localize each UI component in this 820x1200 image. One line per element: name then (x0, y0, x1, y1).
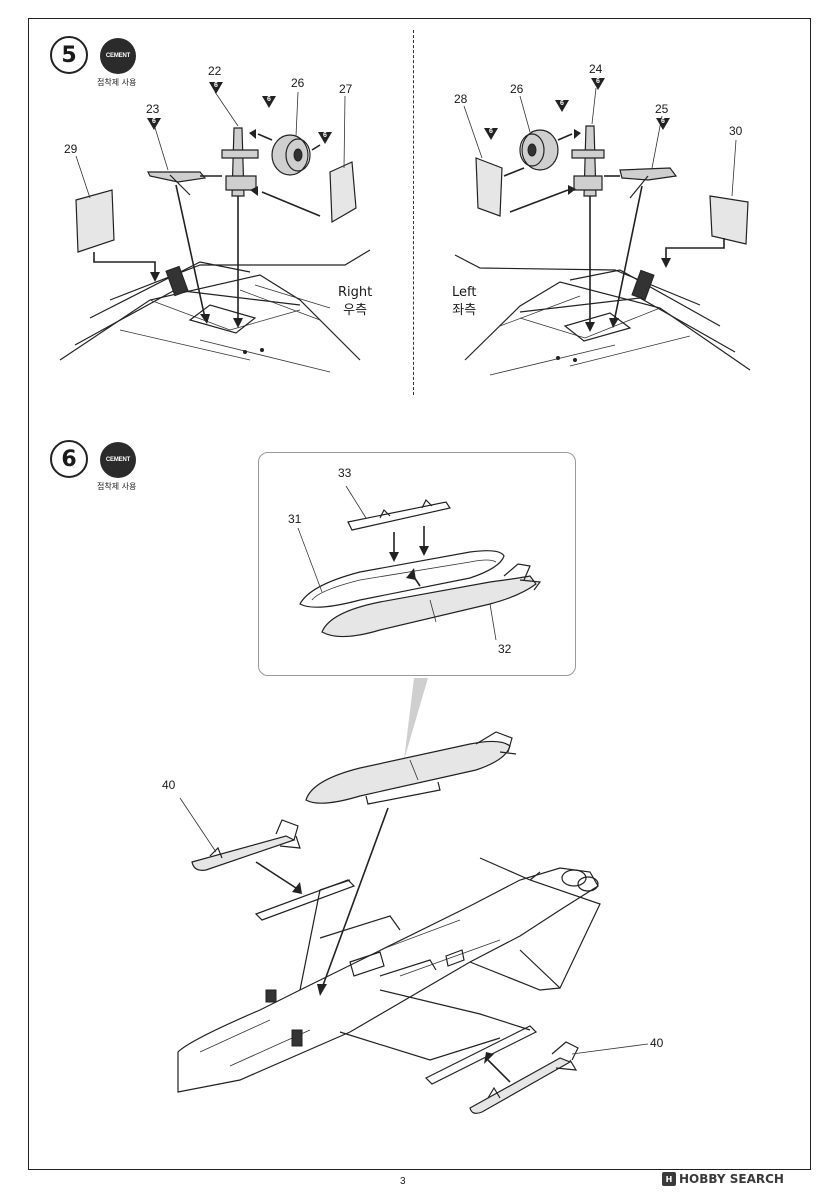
side-label-left-ko: 좌측 (452, 303, 477, 318)
part-label-30: 30 (729, 124, 743, 138)
cement-mark-icon: 6 (262, 96, 276, 108)
part-label-32: 32 (498, 642, 512, 656)
cement-note: 접착제 사용 (97, 482, 137, 491)
part-label-26: 26 (291, 76, 305, 90)
cement-badge-icon: CEMENT (100, 442, 136, 478)
side-label-right-ko: 우측 (343, 303, 368, 318)
side-label-left: Left 좌측 (452, 284, 476, 320)
watermark-text: HOBBY SEARCH (679, 1172, 784, 1186)
instruction-sheet-border (28, 18, 811, 1170)
cement-mark-icon: 6 (147, 118, 161, 130)
part-label-40-lower: 40 (650, 1036, 664, 1050)
cement-mark-icon: 6 (555, 100, 569, 112)
part-label-40-upper: 40 (162, 778, 176, 792)
hobby-search-logo-icon: H (662, 1172, 676, 1186)
side-label-left-en: Left (452, 285, 477, 300)
hobby-search-watermark: H HOBBY SEARCH (662, 1172, 784, 1186)
inset-detail-frame (258, 452, 576, 676)
part-label-29: 29 (64, 142, 78, 156)
part-label-26-left: 26 (510, 82, 524, 96)
part-label-31: 31 (288, 512, 302, 526)
cement-mark-icon: 6 (484, 128, 498, 140)
cement-mark-icon: 6 (591, 78, 605, 90)
aircraft-outline (177, 857, 601, 1093)
right-wing-surface (59, 249, 371, 373)
part-label-28: 28 (454, 92, 468, 106)
step-number-6: 6 (50, 440, 88, 478)
part-label-23: 23 (146, 102, 160, 116)
side-label-right: Right 우측 (338, 284, 372, 320)
cement-mark-icon: 6 (318, 132, 332, 144)
page-number: 3 (400, 1176, 406, 1187)
part-label-27: 27 (339, 82, 353, 96)
cement-badge-label: CEMENT (105, 53, 131, 59)
cement-note: 접착제 사용 (97, 78, 137, 87)
cement-mark-icon: 6 (209, 82, 223, 94)
part-label-25: 25 (655, 102, 669, 116)
step-number-5: 5 (50, 36, 88, 74)
part-label-22: 22 (208, 64, 222, 78)
cement-badge-icon: CEMENT (100, 38, 136, 74)
side-label-right-en: Right (338, 285, 373, 300)
cement-badge-label: CEMENT (105, 457, 131, 463)
left-wing-surface (454, 254, 751, 376)
cement-mark-icon: 6 (656, 118, 670, 130)
part-label-24: 24 (589, 62, 603, 76)
step5-divider (413, 30, 414, 395)
part-label-33: 33 (338, 466, 352, 480)
